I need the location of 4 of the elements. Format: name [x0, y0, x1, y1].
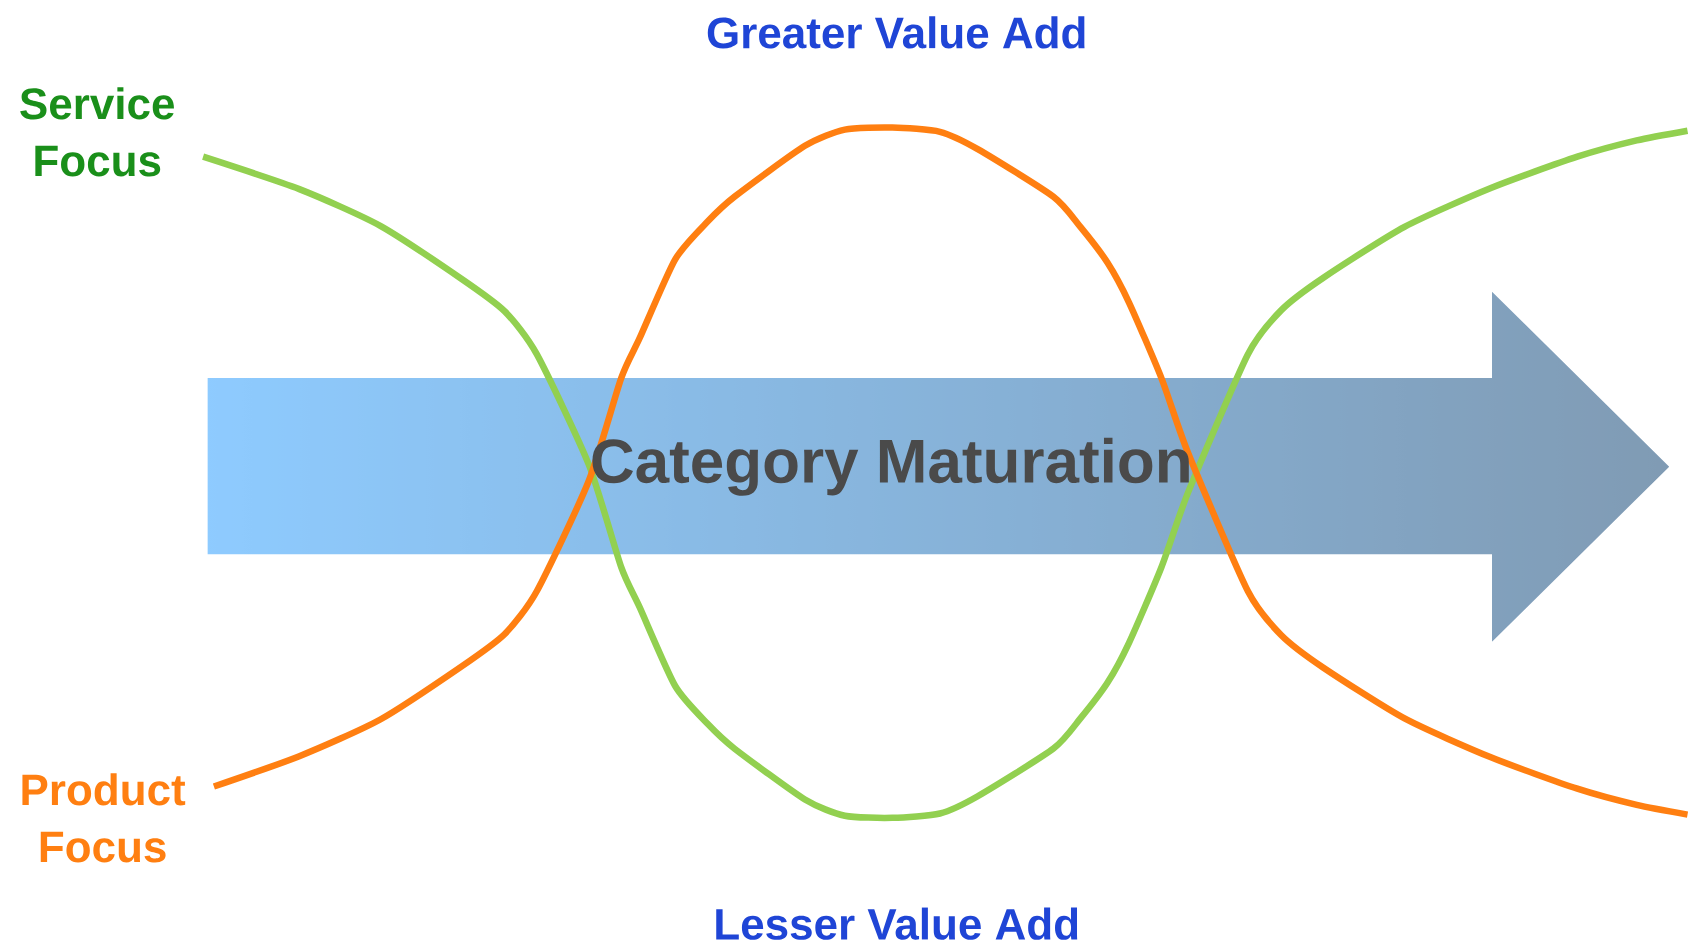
value-label: Greater Value Add — [707, 16, 1085, 49]
focus-label: Product Focus — [22, 773, 186, 863]
focus-label: Service Focus — [20, 87, 174, 177]
value-label: Lesser Value Add — [716, 907, 1078, 940]
